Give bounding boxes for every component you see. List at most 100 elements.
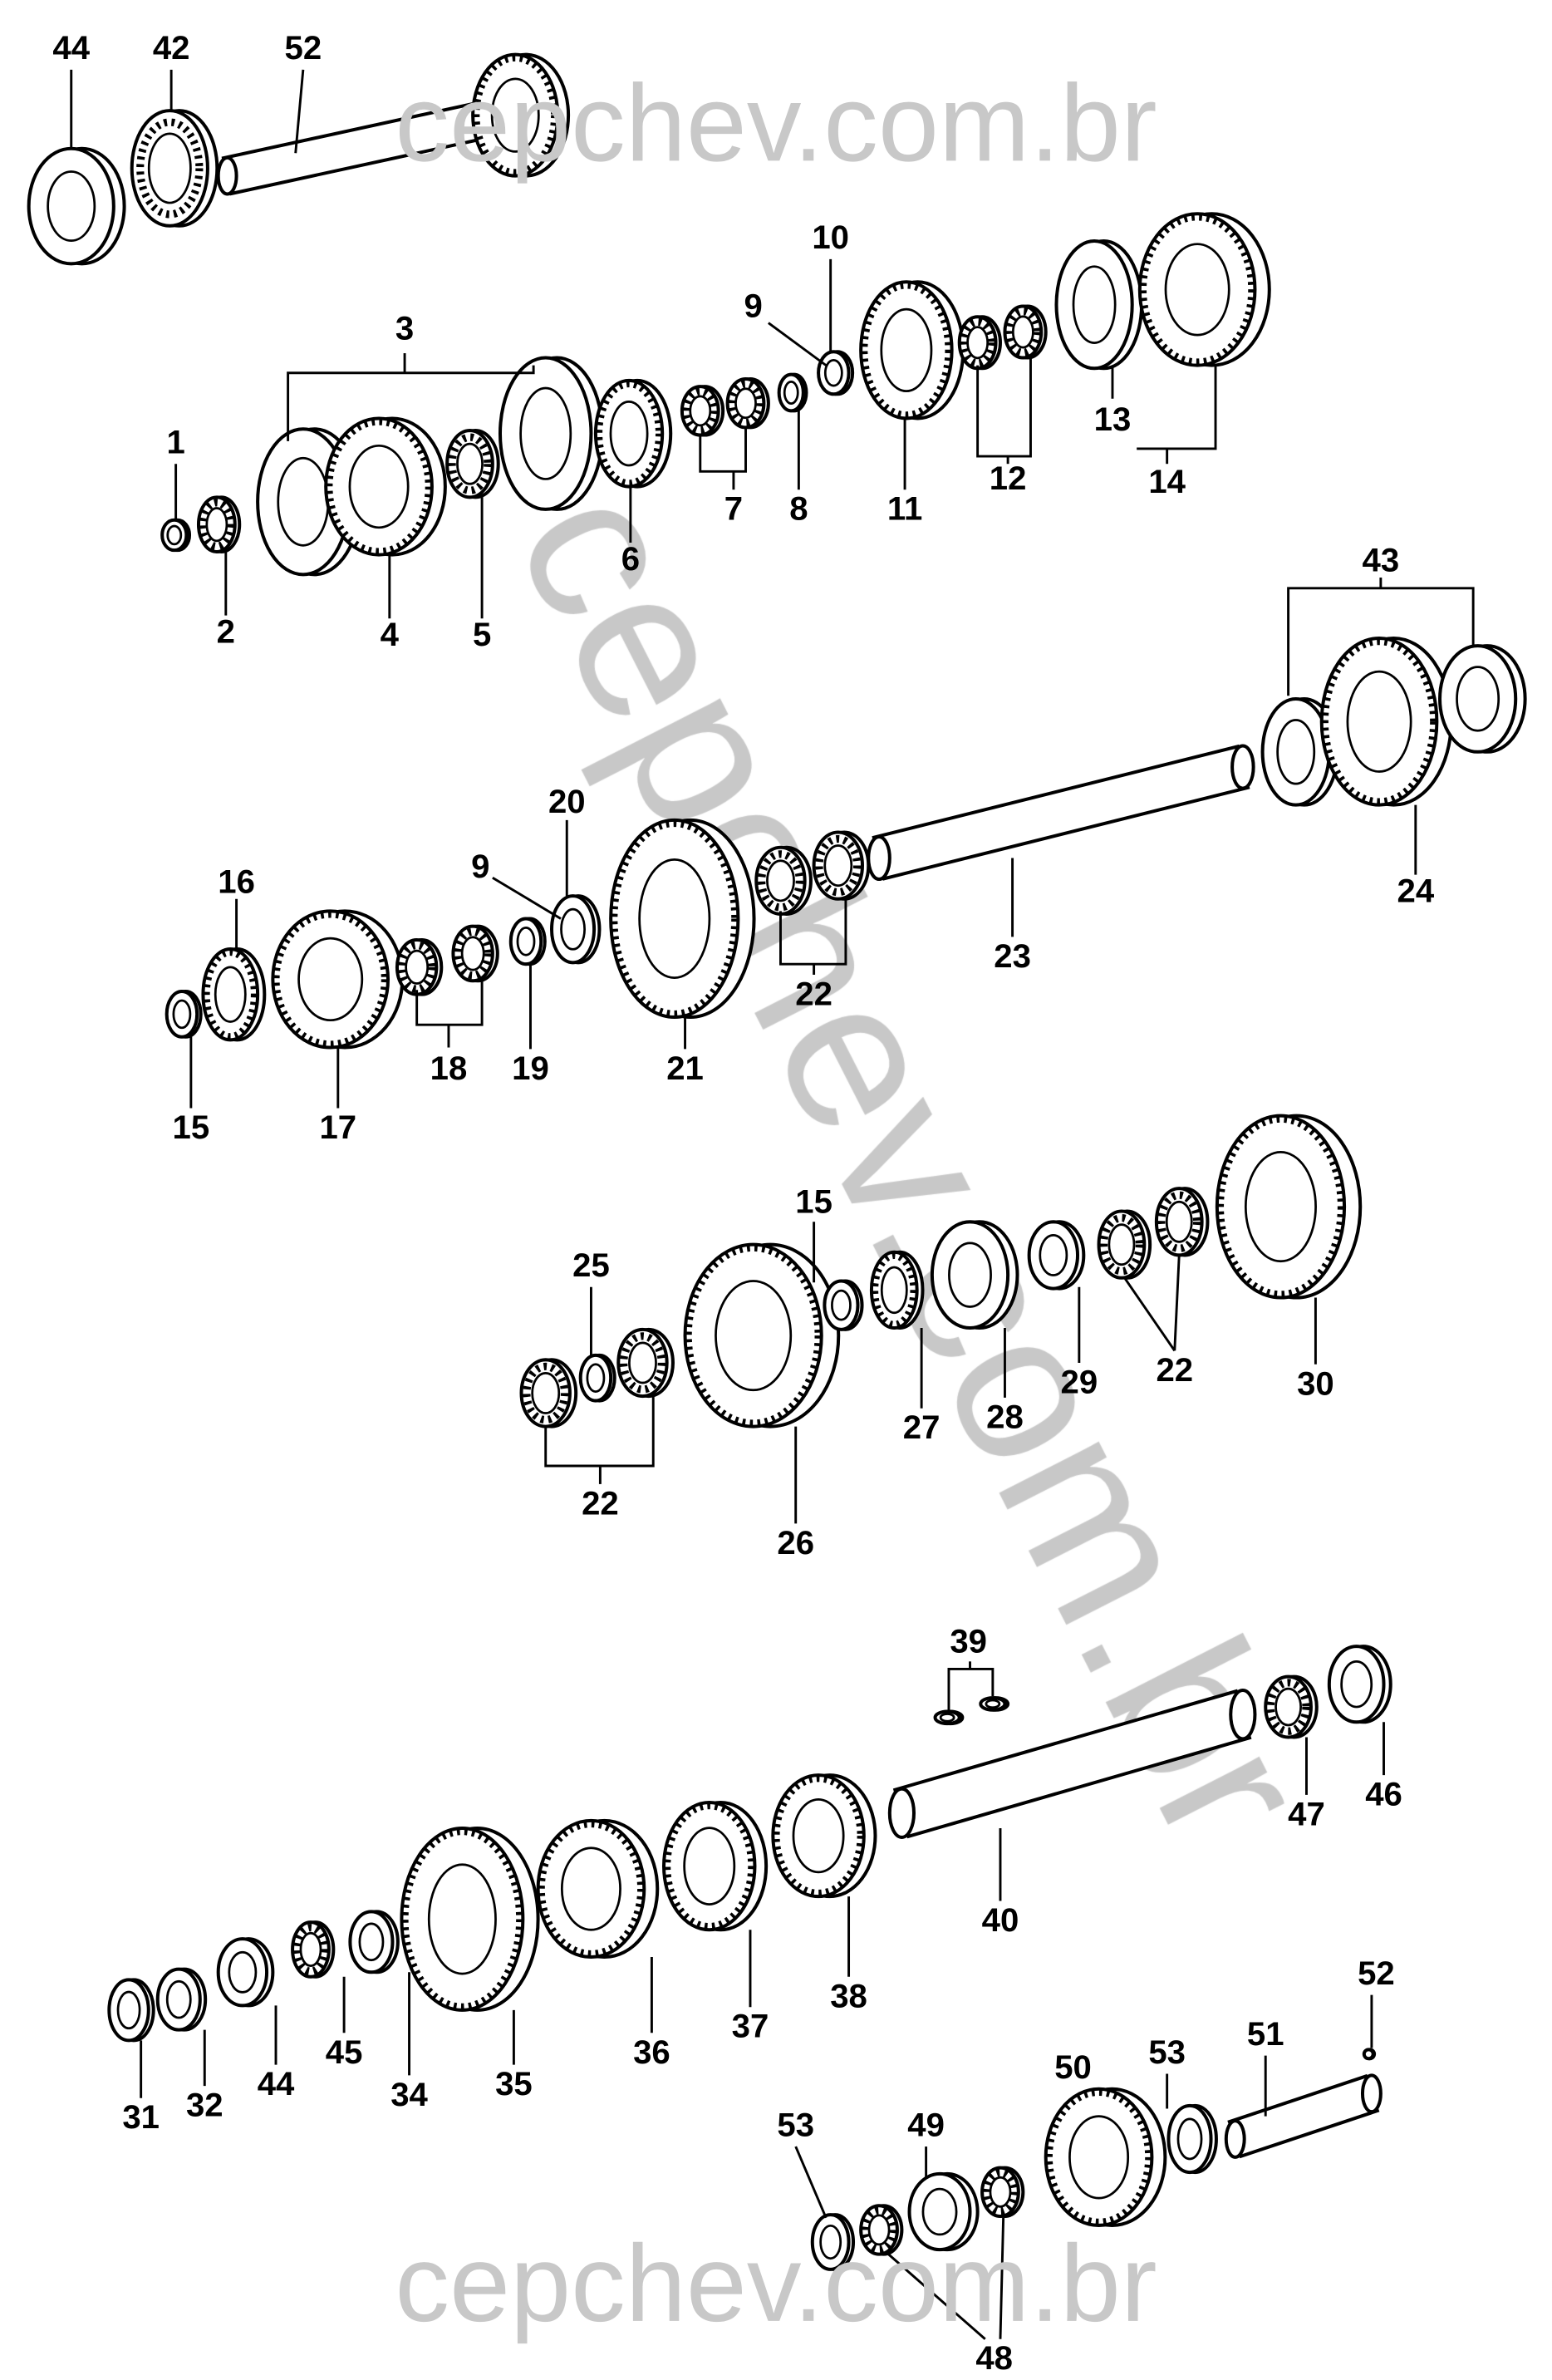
part-label-44: 44 [52, 29, 90, 66]
part-bearing [196, 495, 242, 554]
part-label-22: 22 [582, 1484, 619, 1522]
part-label-53: 53 [1148, 2033, 1186, 2071]
part-label-7: 7 [724, 490, 743, 528]
part-label-11: 11 [887, 490, 922, 528]
leader-line [768, 322, 828, 366]
part-label-26: 26 [777, 1524, 814, 1561]
part-gear [662, 1800, 769, 1932]
part-ring [1027, 1220, 1086, 1291]
part-label-36: 36 [633, 2033, 670, 2071]
part-gear [1044, 2087, 1167, 2227]
part-ring [930, 1220, 1019, 1330]
leader-line [1173, 1255, 1181, 1351]
leader-line [699, 425, 747, 473]
part-ring [823, 1279, 864, 1331]
part-ring [1327, 1645, 1392, 1724]
part-label-2: 2 [217, 612, 235, 650]
part-label-6: 6 [621, 540, 640, 578]
part-ring [1438, 644, 1527, 754]
part-bearing [616, 1327, 675, 1399]
part-bearing [519, 1358, 578, 1428]
part-label-43: 43 [1363, 542, 1400, 579]
part-bearing [130, 109, 219, 228]
part-bearing [957, 315, 1002, 371]
part-label-9: 9 [471, 848, 489, 885]
part-label-23: 23 [994, 937, 1031, 975]
part-label-32: 32 [186, 2087, 223, 2124]
part-label-14: 14 [1148, 463, 1186, 500]
part-label-25: 25 [572, 1247, 610, 1284]
part-bearing [445, 429, 500, 499]
part-label-38: 38 [830, 1977, 867, 2014]
part-bearing [1264, 1674, 1319, 1739]
part-ring [550, 894, 602, 965]
leader-line [794, 2146, 828, 2219]
part-label-21: 21 [666, 1050, 704, 1087]
part-bearing [1003, 304, 1048, 360]
part-gear [1319, 636, 1453, 807]
part-label-22: 22 [1156, 1351, 1193, 1389]
part-gear [593, 378, 673, 489]
part-ring [216, 1937, 275, 2008]
part-bearing [1097, 1209, 1152, 1280]
part-label-4: 4 [381, 616, 400, 653]
leader-line [886, 2251, 986, 2340]
part-gear [1137, 212, 1271, 367]
part-gear [536, 1818, 660, 1960]
part-label-48: 48 [975, 2339, 1013, 2377]
part-label-13: 13 [1094, 401, 1132, 438]
part-gear [400, 1826, 540, 2012]
part-label-15: 15 [173, 1109, 210, 1146]
shaft [887, 1688, 1257, 1839]
part-label-1: 1 [166, 423, 184, 460]
part-label-8: 8 [789, 490, 808, 528]
part-gear [771, 1773, 877, 1899]
part-label-19: 19 [512, 1050, 549, 1087]
shaft [867, 744, 1255, 882]
part-ring [578, 1353, 616, 1403]
part-label-18: 18 [430, 1050, 468, 1087]
part-label-3: 3 [395, 310, 414, 347]
part-bearing [451, 924, 499, 983]
part-ring [1362, 2048, 1377, 2061]
part-ring [1054, 239, 1144, 371]
part-label-9: 9 [744, 287, 762, 324]
part-label-20: 20 [548, 783, 586, 820]
part-label-40: 40 [982, 1901, 1019, 1939]
part-bearing [725, 377, 770, 430]
part-label-44: 44 [258, 2065, 295, 2102]
part-label-45: 45 [326, 2033, 363, 2071]
part-label-53: 53 [777, 2106, 814, 2143]
part-label-51: 51 [1247, 2015, 1284, 2053]
part-label-52: 52 [285, 29, 322, 66]
part-label-30: 30 [1297, 1365, 1334, 1402]
part-label-24: 24 [1397, 872, 1435, 909]
part-label-10: 10 [812, 219, 849, 256]
shaft [1224, 2073, 1383, 2159]
part-ring [1166, 2103, 1218, 2175]
part-bearing [980, 2166, 1025, 2219]
part-label-16: 16 [218, 863, 255, 900]
part-bearing [395, 937, 444, 996]
part-label-46: 46 [1365, 1776, 1402, 1813]
part-label-34: 34 [390, 2076, 428, 2113]
part-label-12: 12 [990, 460, 1027, 497]
part-label-22: 22 [795, 975, 832, 1012]
part-label-52: 52 [1358, 1955, 1395, 1992]
leader-line [1123, 1276, 1176, 1352]
part-label-5: 5 [473, 616, 491, 653]
part-gear [271, 909, 405, 1050]
part-gear [1215, 1114, 1363, 1300]
part-label-28: 28 [986, 1398, 1024, 1435]
part-ring [27, 146, 126, 266]
part-ring [508, 917, 547, 966]
part-ring [155, 1967, 208, 2032]
leader-line [294, 69, 305, 154]
part-label-31: 31 [122, 2098, 160, 2136]
watermark-bottom: cepchev.com.br [395, 2222, 1157, 2344]
part-ring [777, 372, 808, 413]
part-label-15: 15 [795, 1183, 832, 1220]
part-label-35: 35 [495, 2065, 533, 2102]
part-gear [869, 1250, 925, 1330]
